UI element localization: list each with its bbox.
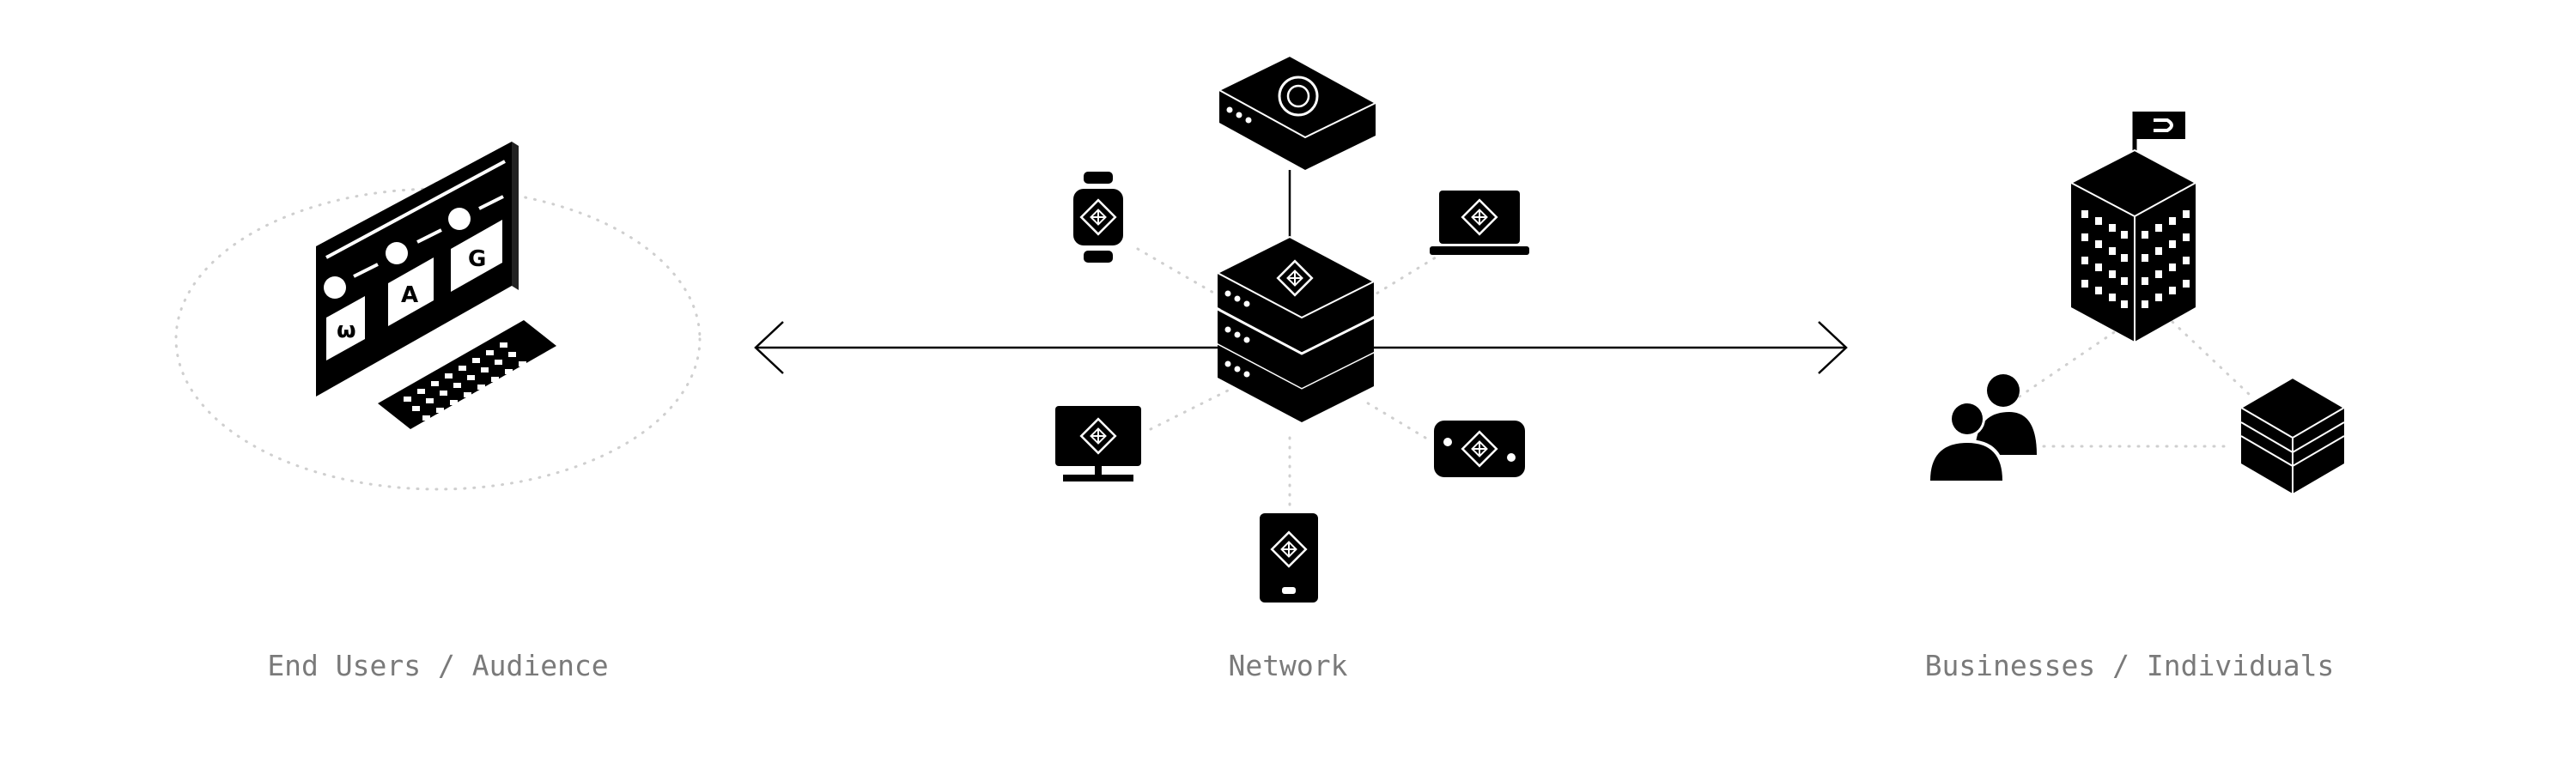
- package-cube-icon: [2239, 376, 2346, 494]
- end-users-group: ω A G: [174, 76, 702, 491]
- businesses-group: [1927, 112, 2346, 494]
- svg-text:A: A: [401, 282, 418, 308]
- businesses-label: Businesses / Individuals: [1924, 649, 2335, 682]
- audience-ellipse: [174, 187, 702, 491]
- flag-icon: [2135, 112, 2185, 139]
- computer-monitor-icon: ω A G: [316, 76, 519, 397]
- server-stack-icon: [1214, 235, 1377, 422]
- network-group: [754, 54, 1848, 603]
- svg-text:G: G: [468, 246, 486, 272]
- router-icon: [1217, 54, 1378, 170]
- users-icon: [1927, 374, 2037, 481]
- laptop-icon: [1430, 191, 1529, 255]
- office-building-icon: [2069, 112, 2198, 342]
- keyboard-icon: [378, 320, 556, 429]
- desktop-monitor-icon: [1055, 406, 1141, 481]
- end-users-label: End Users / Audience: [267, 649, 609, 682]
- network-label: Network: [1228, 649, 1348, 682]
- smartwatch-icon: [1073, 172, 1123, 263]
- tablet-icon: [1434, 421, 1525, 477]
- svg-text:ω: ω: [337, 318, 356, 343]
- phone-icon: [1260, 513, 1318, 603]
